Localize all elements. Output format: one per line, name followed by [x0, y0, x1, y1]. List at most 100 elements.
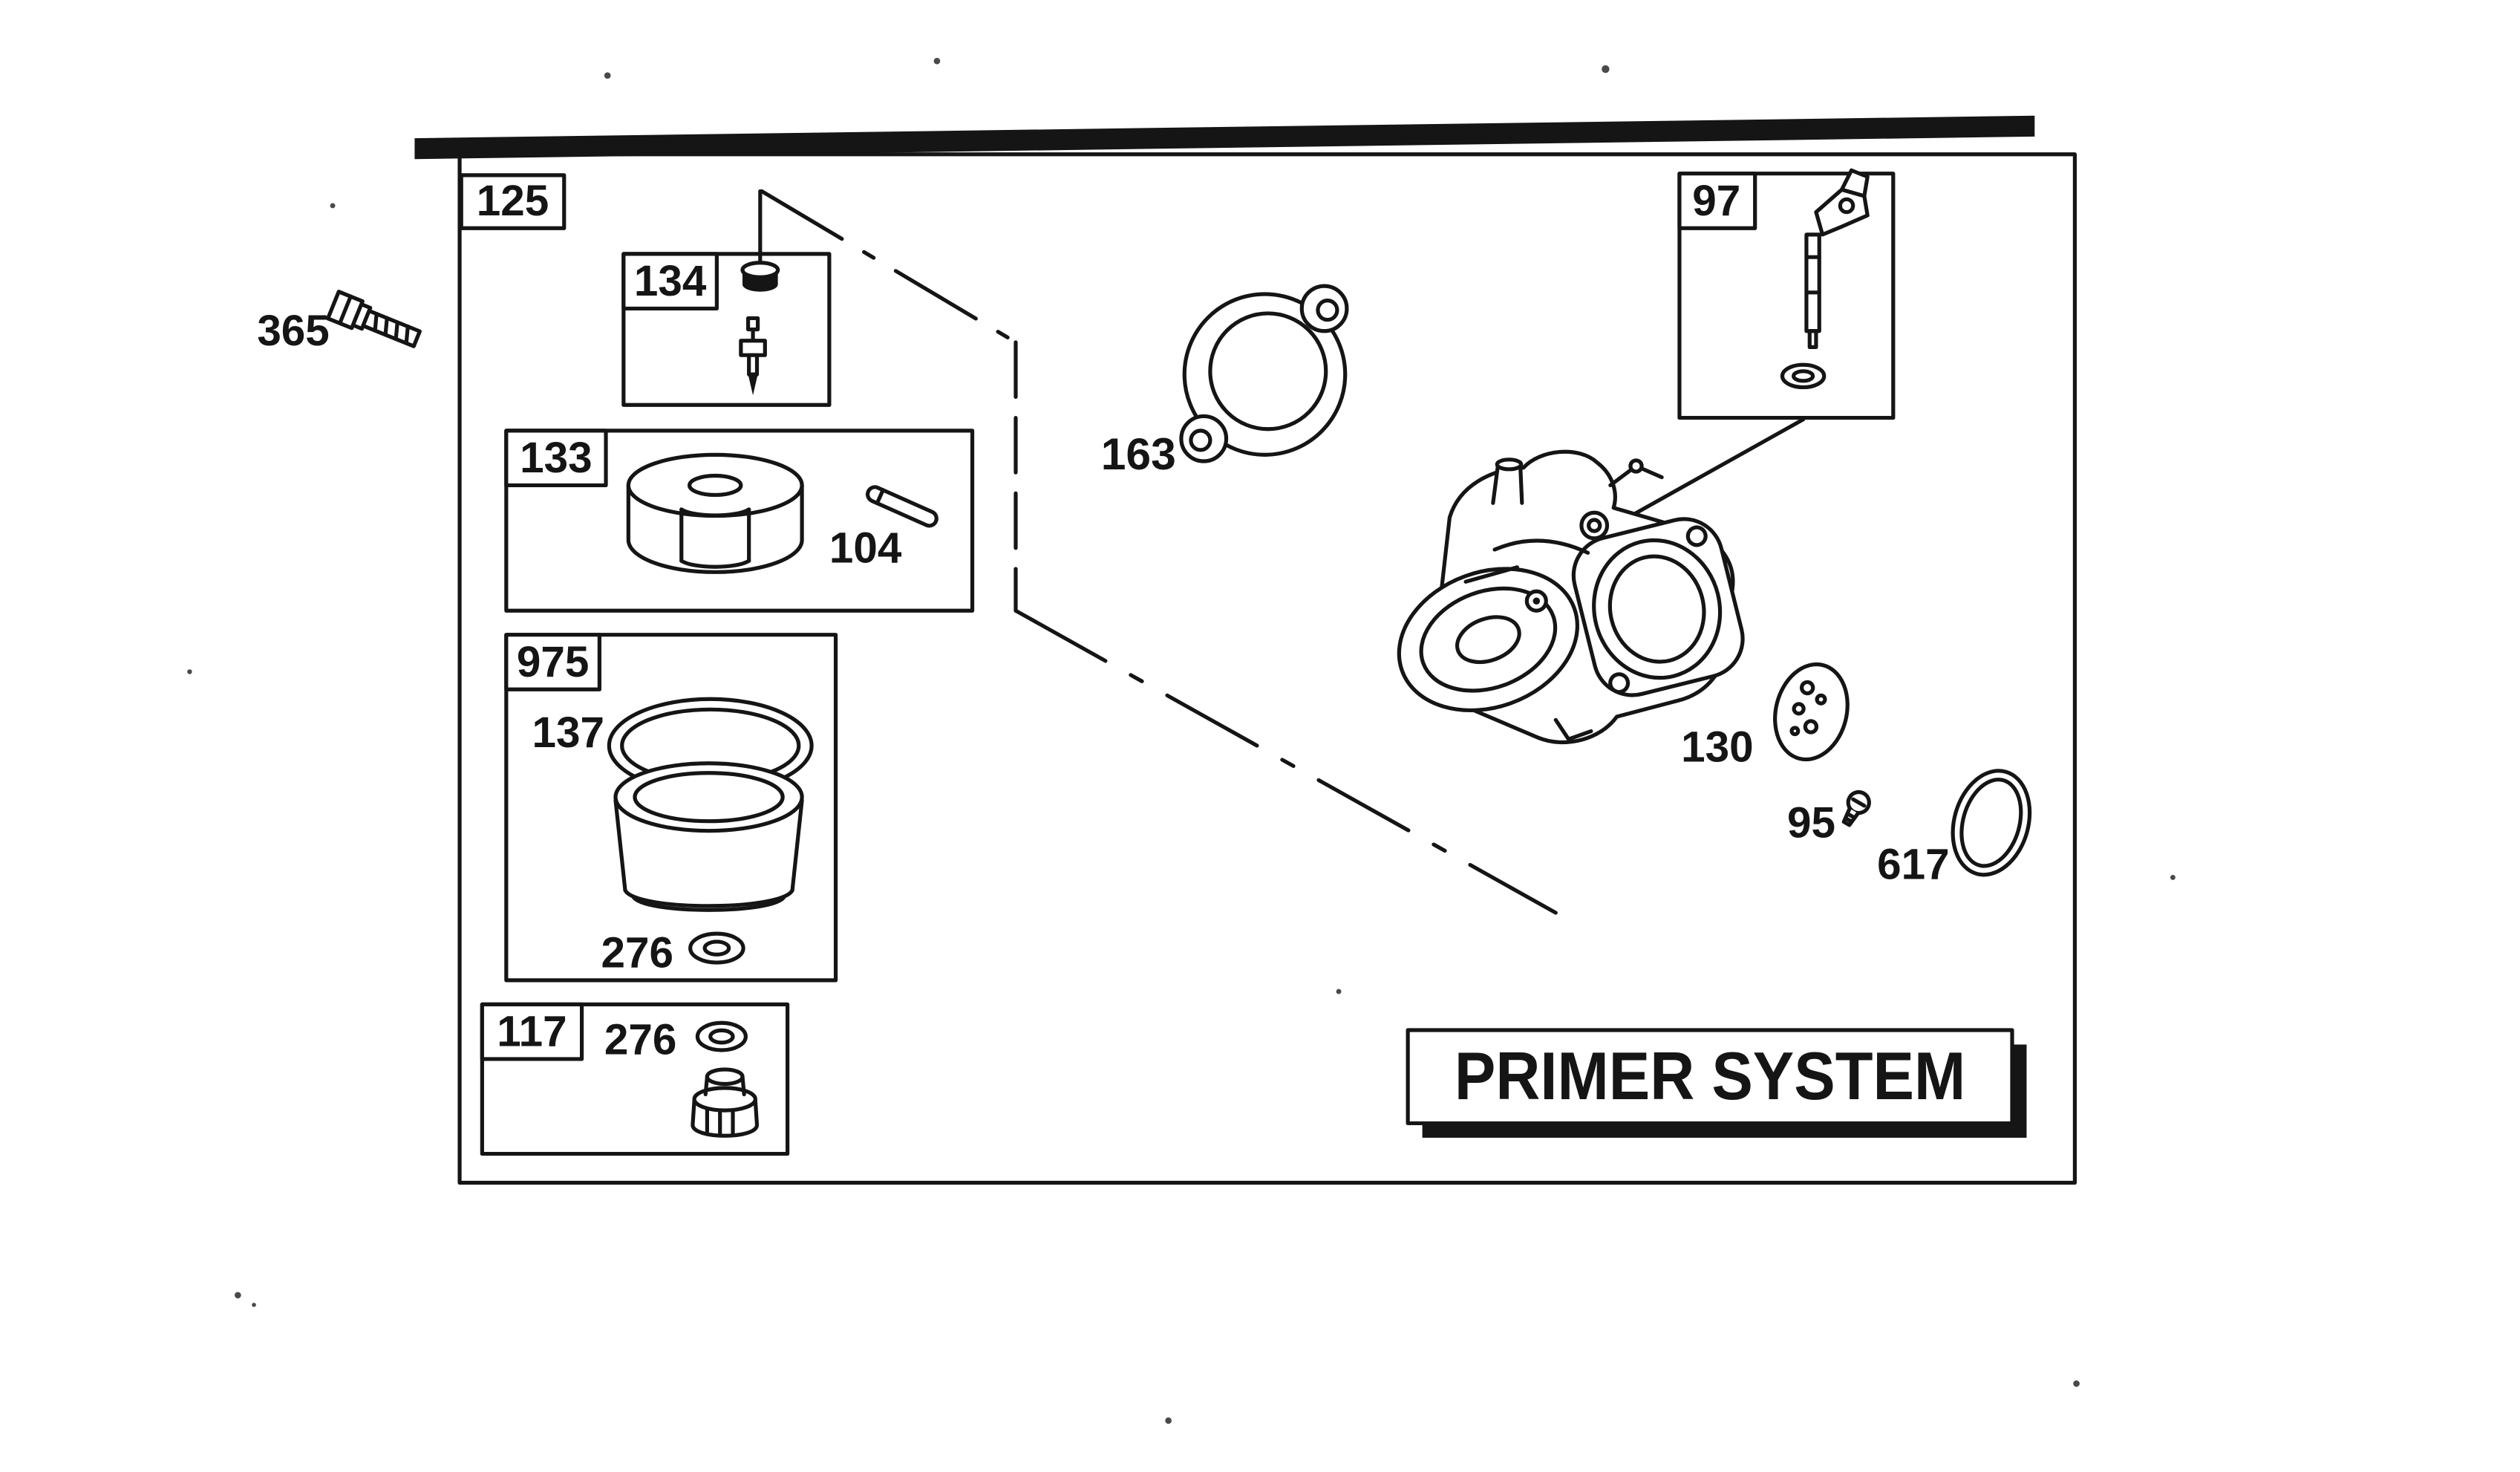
gasket-bolt-hole — [1316, 299, 1339, 322]
seat-washer-inner — [1792, 369, 1815, 383]
callout-label-104: 104 — [829, 524, 902, 572]
scan-speck — [235, 1292, 241, 1299]
callout-label-125: 125 — [477, 177, 549, 225]
bowl-washer-drawing — [688, 931, 745, 965]
callout-label-975: 975 — [517, 638, 590, 686]
bowl-foot — [631, 894, 786, 912]
top-border-bar — [414, 115, 2035, 160]
float-notch-top — [679, 507, 751, 518]
box-134 — [621, 252, 832, 407]
bowl-washer-inner — [702, 939, 731, 957]
box-97 — [1677, 172, 1896, 420]
needle-tip — [748, 374, 758, 396]
primer-cap-drawing — [691, 1067, 760, 1138]
callout-box-975 — [504, 633, 601, 691]
bolt-drawing — [326, 290, 422, 348]
scan-speck — [933, 57, 941, 65]
screw-thread — [1844, 816, 1854, 824]
primer-washer-drawing — [695, 1020, 748, 1052]
metering-plate-130: 130 — [1681, 662, 1850, 772]
scan-speck — [2170, 874, 2175, 880]
primer-cap-top — [705, 1067, 745, 1087]
carb-bowl-ring-inner — [1455, 615, 1521, 665]
title-plate-box — [1406, 1028, 2014, 1126]
seat-washer-outer — [1780, 362, 1827, 390]
gasket-drawing — [1179, 284, 1349, 463]
needle-seal-drawing — [740, 261, 780, 292]
primer-cap-flange — [692, 1086, 757, 1113]
seal-bottom — [742, 277, 778, 292]
callout-label-133: 133 — [520, 434, 593, 482]
screw-thread — [1845, 812, 1857, 820]
carb-inlet-hole — [1587, 518, 1602, 533]
seat-bracket-hole — [1838, 197, 1855, 215]
bolt-thread — [404, 325, 410, 345]
float-box: 133 104 — [504, 429, 975, 613]
bolt-thread — [394, 320, 399, 342]
callout-main-assembly: 125 — [459, 173, 567, 230]
plate-hole — [1803, 719, 1819, 735]
needle-shaft-lower — [747, 353, 760, 377]
callout-box-97 — [1677, 172, 1757, 230]
bolt-365: 365 — [257, 290, 422, 355]
oring-outer — [1951, 769, 2032, 877]
scan-speck — [2073, 1380, 2080, 1387]
scan-speck — [604, 72, 611, 79]
float-pin-drawing — [866, 485, 939, 528]
carb-lever-pivot — [1628, 458, 1644, 474]
float-bowl-drawing — [613, 761, 804, 912]
carb-bottom-tab — [1553, 717, 1593, 741]
carburetor-body — [1397, 449, 1745, 745]
needle-collar — [739, 339, 767, 357]
screw-drawing — [1841, 789, 1871, 827]
scan-speck — [1336, 989, 1342, 994]
bolt-thread — [373, 311, 379, 333]
seat-assembly-drawing — [1780, 168, 1870, 390]
scan-speck — [1602, 65, 1610, 74]
seat-shaft — [1804, 232, 1821, 333]
box-133 — [504, 429, 975, 613]
bolt-thread — [383, 316, 389, 337]
callout-label-97: 97 — [1692, 177, 1740, 225]
gasket-163: 163 — [1101, 284, 1349, 479]
main-assembly-border — [457, 152, 2077, 1185]
scan-speck — [330, 203, 336, 209]
screw-slot — [1851, 797, 1867, 808]
float-drawing — [626, 452, 804, 574]
gasket-bore — [1208, 311, 1328, 431]
seal-top — [740, 261, 780, 279]
float-pin — [866, 485, 939, 528]
bowl-wall — [613, 798, 627, 893]
carb-vent-tube-top — [1495, 457, 1524, 472]
metering-plate-drawing — [1773, 662, 1850, 762]
bowl-box: 975 137 276 — [504, 633, 838, 983]
primer-washer-inner — [708, 1028, 735, 1045]
bowl-washer-outer — [688, 931, 745, 965]
title-plate: PRIMER SYSTEM — [1406, 1028, 2027, 1138]
carb-flange-hole — [1685, 525, 1708, 547]
callout-label-276-primer: 276 — [604, 1015, 677, 1064]
carb-flange-hole — [1608, 672, 1631, 694]
needle-drawing — [739, 316, 767, 396]
oring-inner — [1959, 778, 2023, 868]
callout-label-117: 117 — [497, 1008, 567, 1056]
float-pin-detail — [875, 488, 885, 506]
scan-speck — [187, 669, 192, 674]
scan-specks — [187, 57, 2175, 1424]
float-notch-bottom — [679, 558, 751, 569]
plate-hole — [1799, 680, 1815, 696]
carb-flange — [1571, 517, 1745, 697]
callout-box-133 — [504, 429, 608, 488]
callout-box-117 — [480, 1002, 584, 1061]
gasket-bolt-hole — [1189, 429, 1212, 452]
oring-drawing — [1951, 769, 2032, 877]
carb-bore-inner — [1607, 554, 1706, 664]
primer-washer-outer — [695, 1020, 748, 1052]
callout-box-125 — [459, 173, 567, 230]
dash-line-lower — [1013, 608, 1558, 915]
plate-hole — [1815, 693, 1827, 706]
seat-box: 97 — [1677, 168, 1896, 420]
plate-hole — [1792, 702, 1806, 716]
